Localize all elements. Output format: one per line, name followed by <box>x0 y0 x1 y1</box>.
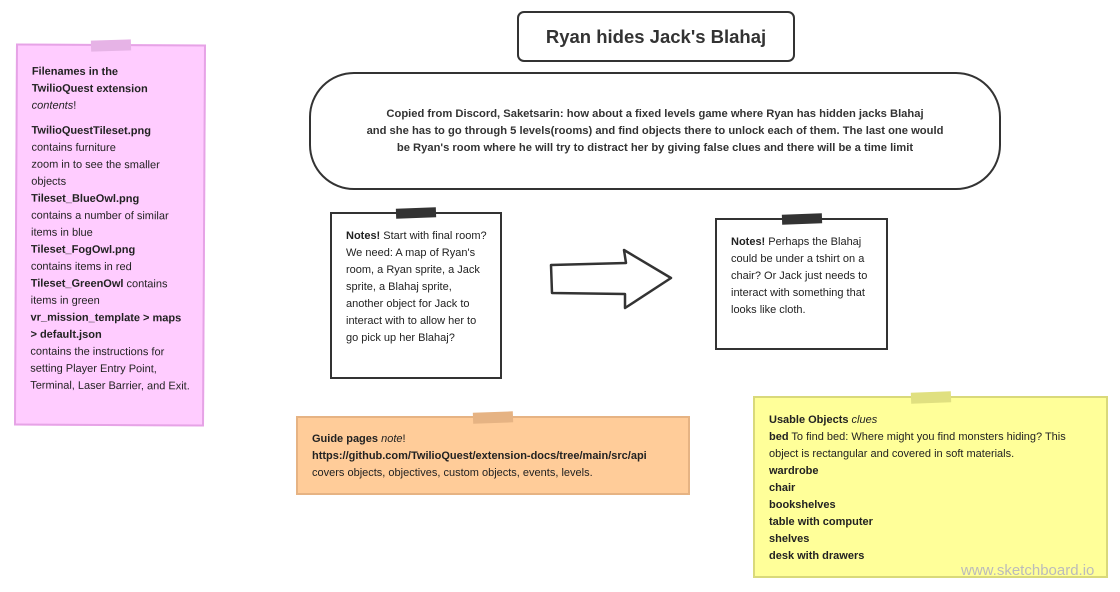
file-desc: contains furniture <box>31 141 116 155</box>
guide-bang: ! <box>402 433 406 445</box>
usable-heading: Usable Objects <box>769 414 849 426</box>
tape-decoration <box>781 213 822 225</box>
notes-label: Notes! <box>346 230 381 242</box>
diagram-title: Ryan hides Jack's Blahaj <box>545 25 767 47</box>
guide-url: https://github.com/TwilioQuest/extension… <box>312 450 647 462</box>
usable-heading-italic: clues <box>851 414 878 426</box>
sketchboard-watermark: www.sketchboard.io <box>961 562 1095 579</box>
pink-heading-line1: Filenames in the <box>31 65 119 79</box>
notes-text: Perhaps the Blahaj could be under a tshi… <box>731 236 868 316</box>
file-name: Tileset_BlueOwl.png <box>31 192 140 206</box>
usable-objects-sticky-note[interactable]: Usable Objects clues bed To find bed: Wh… <box>753 391 1108 578</box>
object-item: wardrobe <box>769 465 819 477</box>
tape-decoration <box>472 411 514 424</box>
file-name: Tileset_GreenOwl <box>30 277 124 291</box>
diagram-title-box[interactable]: Ryan hides Jack's Blahaj <box>517 11 795 62</box>
guide-note-word: note <box>381 433 403 445</box>
file-desc: contains a number of similar items in bl… <box>30 209 169 239</box>
pink-heading-contents: contents <box>31 99 74 112</box>
file-name: Tileset_FogOwl.png <box>30 243 136 257</box>
guide-label: Guide pages <box>312 433 379 445</box>
object-item: bookshelves <box>769 499 836 511</box>
object-item: shelves <box>769 533 810 545</box>
file-desc: zoom in to see the smaller objects <box>31 158 160 188</box>
notes-label: Notes! <box>731 236 766 248</box>
object-bed-label: bed <box>769 431 789 443</box>
tape-decoration <box>90 39 132 52</box>
pink-heading-bang: ! <box>73 99 77 112</box>
right-arrow-icon[interactable] <box>548 248 674 312</box>
discord-line: be Ryan's room where he will try to dist… <box>396 141 914 154</box>
notes-text: Start with final room? We need: A map of… <box>346 230 487 344</box>
file-desc: contains the instructions for setting Pl… <box>30 345 190 393</box>
guide-pages-sticky-note[interactable]: Guide pages note! https://github.com/Twi… <box>296 411 690 495</box>
object-item: desk with drawers <box>769 550 865 562</box>
discord-quote-bubble[interactable]: Copied from Discord, Saketsarin: how abo… <box>309 72 1001 190</box>
object-item: chair <box>769 482 796 494</box>
tape-decoration <box>395 207 437 219</box>
tape-decoration <box>910 391 951 404</box>
discord-line: Copied from Discord, Saketsarin: how abo… <box>386 107 924 120</box>
notes-card-blahaj-hiding[interactable]: Notes! Perhaps the Blahaj could be under… <box>715 213 888 350</box>
object-item: table with computer <box>769 516 873 528</box>
object-bed-clue: To find bed: Where might you find monste… <box>769 431 1066 460</box>
guide-desc: covers objects, objectives, custom objec… <box>312 467 593 479</box>
file-name: TwilioQuestTileset.png <box>31 124 151 138</box>
notes-card-final-room[interactable]: Notes! Start with final room? We need: A… <box>330 207 502 379</box>
pink-heading-line2: TwilioQuest extension <box>31 82 148 96</box>
filenames-sticky-note[interactable]: Filenames in the TwilioQuest extension c… <box>14 39 206 427</box>
file-desc: contains items in red <box>30 260 132 274</box>
file-name: vr_mission_template > maps > default.jso… <box>30 311 182 341</box>
discord-line: and she has to go through 5 levels(rooms… <box>366 124 944 137</box>
